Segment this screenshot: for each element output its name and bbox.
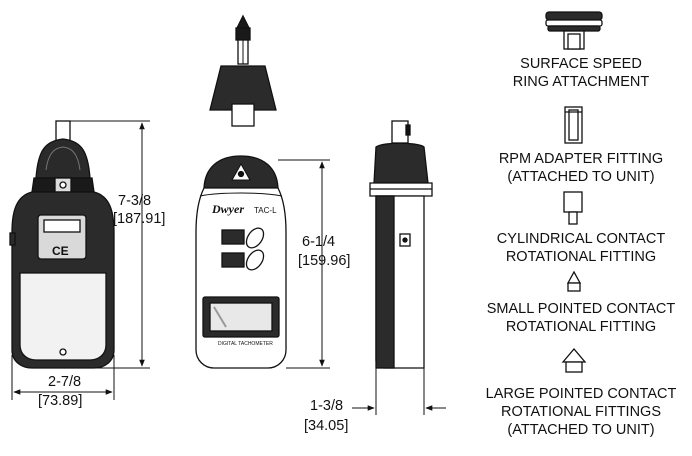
attachment-2-line1: RPM ADAPTER FITTING	[499, 151, 663, 167]
cylindrical-contact-icon	[563, 191, 583, 225]
dim-depth-side-metric: [34.05]	[304, 418, 348, 434]
small-pointed-contact-icon	[566, 270, 582, 292]
attachment-3-line1: CYLINDRICAL CONTACT	[497, 231, 666, 247]
dim-width-left	[11, 355, 115, 400]
front-view: Dwyer TAC-L DIGITAL TACHOMETER	[195, 155, 287, 369]
side-view-head	[373, 142, 429, 184]
dim-height-front-metric: [159.96]	[298, 253, 350, 269]
attachment-1-line2: RING ATTACHMENT	[513, 74, 650, 90]
attachment-5-line3: (ATTACHED TO UNIT)	[507, 422, 654, 438]
attachment-3-line2: ROTATIONAL FITTING	[506, 249, 656, 265]
dim-height-front	[278, 159, 330, 369]
back-view-battery-door	[19, 272, 107, 361]
attachment-1-line1: SURFACE SPEED	[520, 56, 642, 72]
detached-cone-fitting	[209, 14, 277, 127]
surface-speed-ring-icon	[545, 11, 603, 50]
dim-depth-side	[352, 368, 446, 415]
dim-height-left-metric: [187.91]	[113, 211, 165, 227]
large-pointed-contact-icon	[561, 347, 587, 373]
mode-button-1	[221, 229, 245, 245]
dim-height-left	[70, 120, 150, 369]
brand-logo: Dwyer	[211, 202, 244, 216]
back-view: CE	[9, 120, 115, 369]
mode-button-2-oval	[245, 249, 265, 271]
rpm-adapter-icon	[564, 106, 583, 144]
back-view-head	[35, 138, 91, 179]
dim-height-left-imperial: 7-3/8	[118, 193, 151, 209]
mode-button-2	[221, 252, 245, 268]
dim-width-left-imperial: 2-7/8	[48, 374, 81, 390]
attachment-4-line2: ROTATIONAL FITTING	[506, 319, 656, 335]
back-view-shaft	[55, 120, 71, 142]
attachment-2-line2: (ATTACHED TO UNIT)	[507, 169, 654, 185]
attachment-5-line2: ROTATIONAL FITTINGS	[501, 404, 661, 420]
dim-width-left-metric: [73.89]	[38, 393, 82, 409]
display-strip-text: DIGITAL TACHOMETER	[218, 341, 273, 347]
model-label: TAC-L	[254, 206, 277, 215]
side-view	[369, 120, 433, 369]
attachment-4-line1: SMALL POINTED CONTACT	[487, 301, 676, 317]
back-view-screw	[59, 348, 67, 356]
dim-height-front-imperial: 6-1/4	[302, 234, 335, 250]
mode-button-1-oval	[245, 227, 265, 249]
ce-mark: CE	[52, 244, 69, 258]
attachment-5-line1: LARGE POINTED CONTACT	[486, 386, 677, 402]
dim-depth-side-imperial: 1-3/8	[310, 398, 343, 414]
